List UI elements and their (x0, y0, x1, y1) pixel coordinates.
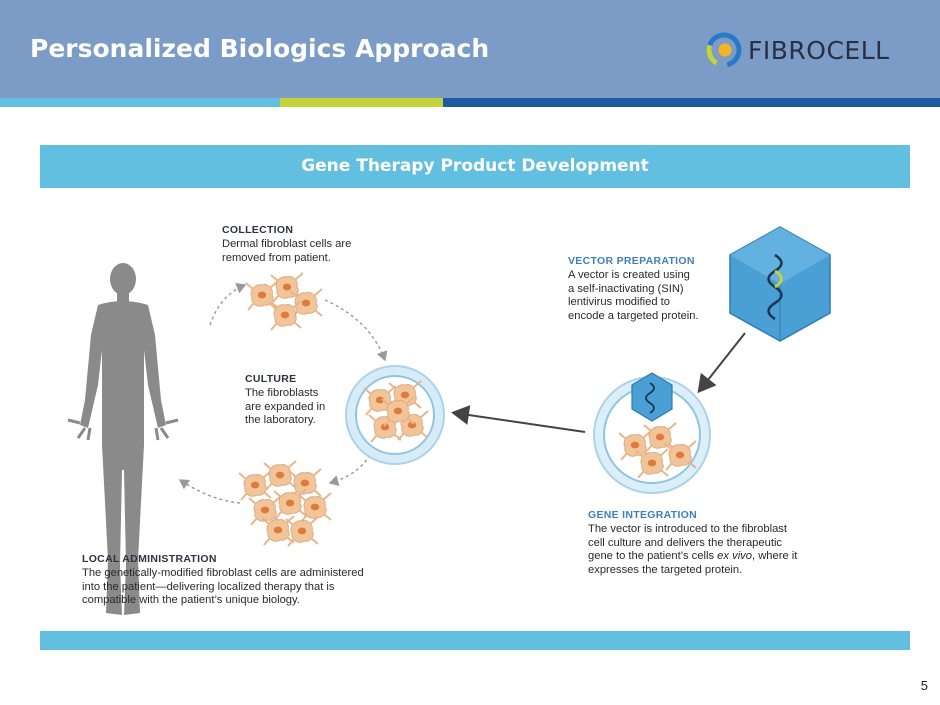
step-vector-preparation-text: A vector is created using a self-inactiv… (568, 269, 738, 323)
step-vector-preparation-heading: VECTOR PREPARATION (568, 255, 695, 267)
step-gene-integration-line: The vector is introduced to the fibrobla… (588, 523, 787, 535)
infographic-title: Gene Therapy Product Development (301, 156, 649, 176)
step-gene-integration-text: The vector is introduced to the fibrobla… (588, 523, 858, 577)
step-gene-integration-heading: GENE INTEGRATION (588, 509, 698, 521)
step-local-administration-heading: LOCAL ADMINISTRATION (82, 553, 217, 565)
step-vector-preparation-line: lentivirus modified to (568, 296, 670, 309)
step-culture-line: are expanded in (245, 400, 326, 413)
step-culture: CULTURE The fibroblasts are expanded in … (245, 373, 365, 428)
header-band-lime (280, 98, 443, 107)
culture-dish-icon (345, 365, 445, 465)
infographic-footer-bar (40, 631, 910, 650)
page-number: 5 (920, 678, 928, 693)
step-culture-heading: CULTURE (245, 373, 297, 385)
step-gene-integration-line: expresses the targeted protein. (588, 563, 743, 576)
infographic-title-bar: Gene Therapy Product Development (40, 145, 910, 188)
step-gene-integration: GENE INTEGRATION The vector is introduce… (588, 509, 858, 577)
step-local-administration-line: into the patient—delivering localized th… (82, 580, 335, 593)
fibrocell-logo-mark-icon (706, 32, 742, 68)
step-gene-integration-line-start: gene to the patient’s cells (588, 550, 715, 563)
step-culture-line: the laboratory. (245, 414, 316, 427)
step-culture-line: The fibroblasts (245, 387, 319, 399)
integration-to-culture-arrow (451, 405, 586, 433)
step-local-administration: LOCAL ADMINISTRATION The genetically-mod… (82, 553, 422, 608)
collection-cells-icon (245, 272, 323, 331)
vector-to-integration-arrow (697, 332, 746, 394)
step-collection: COLLECTION Dermal fibroblast cells are r… (222, 224, 402, 265)
step-collection-line: removed from patient. (222, 251, 331, 264)
step-collection-text: Dermal fibroblast cells are removed from… (222, 238, 402, 265)
step-gene-integration-line-end: , where it (752, 550, 798, 563)
infographic-artwork (67, 226, 831, 615)
cycle-arrows (178, 282, 388, 504)
step-vector-preparation-line: A vector is created using (568, 269, 690, 281)
slide-title: Personalized Biologics Approach (30, 34, 490, 63)
step-collection-heading: COLLECTION (222, 224, 294, 236)
fibrocell-logo: FIBROCELL (706, 30, 906, 70)
header-band-light-blue (0, 98, 280, 107)
step-vector-preparation-line: encode a targeted protein. (568, 309, 699, 322)
header-band-dark-blue (443, 98, 940, 107)
step-gene-integration-line: cell culture and delivers the therapeuti… (588, 536, 783, 549)
step-local-administration-line: compatible with the patient’s unique bio… (82, 594, 300, 607)
step-collection-line: Dermal fibroblast cells are (222, 238, 352, 250)
human-figure-icon (67, 263, 179, 615)
step-culture-text: The fibroblasts are expanded in the labo… (245, 387, 365, 428)
gene-therapy-infographic: Gene Therapy Product Development (40, 145, 910, 650)
step-local-administration-text: The genetically-modified fibroblast cell… (82, 567, 422, 608)
gene-integration-dish-icon (593, 372, 711, 494)
fibrocell-logo-text: FIBROCELL (748, 36, 890, 65)
step-vector-preparation-line: a self-inactivating (SIN) (568, 282, 684, 295)
step-vector-preparation: VECTOR PREPARATION A vector is created u… (568, 255, 738, 323)
ex-vivo-term: ex vivo (717, 550, 752, 563)
slide-header: Personalized Biologics Approach FIBROCEL… (0, 0, 940, 98)
vector-icon (729, 226, 831, 342)
local-administration-cells-icon (238, 460, 332, 547)
step-local-administration-line: The genetically-modified fibroblast cell… (82, 567, 364, 579)
step-gene-integration-line: gene to the patient’s cells ex vivo, whe… (588, 550, 858, 564)
